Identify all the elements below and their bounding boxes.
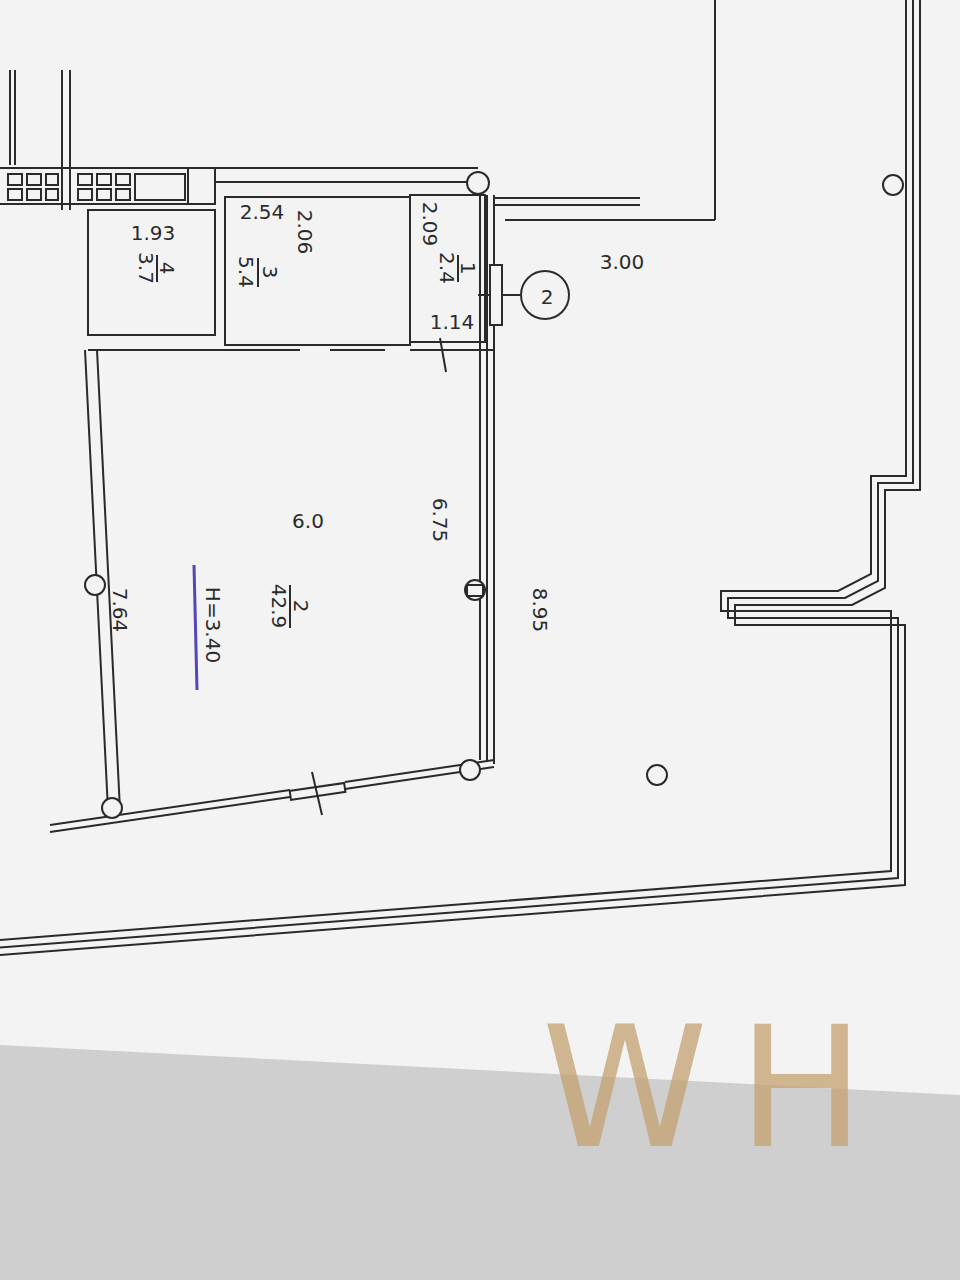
room-number: 2 [291, 600, 311, 613]
room-area-value: 3.7 [136, 252, 156, 284]
room-area-value: 5.4 [236, 256, 256, 288]
watermark: WH [542, 1004, 894, 1172]
ink-mark [194, 565, 197, 690]
room-number: 1 [458, 262, 478, 275]
dimension-label: 2.06 [295, 210, 315, 255]
dimension-label: 6.0 [292, 511, 324, 531]
callout-number: 2 [541, 287, 554, 307]
dimension-label: 7.64 [110, 588, 130, 633]
room-area-value: 2.4 [437, 252, 457, 284]
callout-circle: 2 [520, 270, 570, 320]
paper-sheet [0, 0, 960, 1095]
dimension-label: 3.00 [600, 252, 645, 272]
dimension-label: 2.54 [240, 202, 285, 222]
room-area-value: 42.9 [269, 584, 289, 629]
dimension-label: 8.95 [530, 588, 550, 633]
room-number: 4 [157, 262, 177, 275]
walls [0, 0, 920, 955]
dimension-label: 2.09 [420, 202, 440, 247]
dimension-label: 1.14 [430, 312, 475, 332]
dimension-label: H=3.40 [203, 587, 223, 663]
dimension-label: 6.75 [430, 498, 450, 543]
dimension-label: 1.93 [131, 223, 176, 243]
room-area: 242.9 [100, 352, 478, 772]
room-number: 3 [260, 266, 280, 279]
